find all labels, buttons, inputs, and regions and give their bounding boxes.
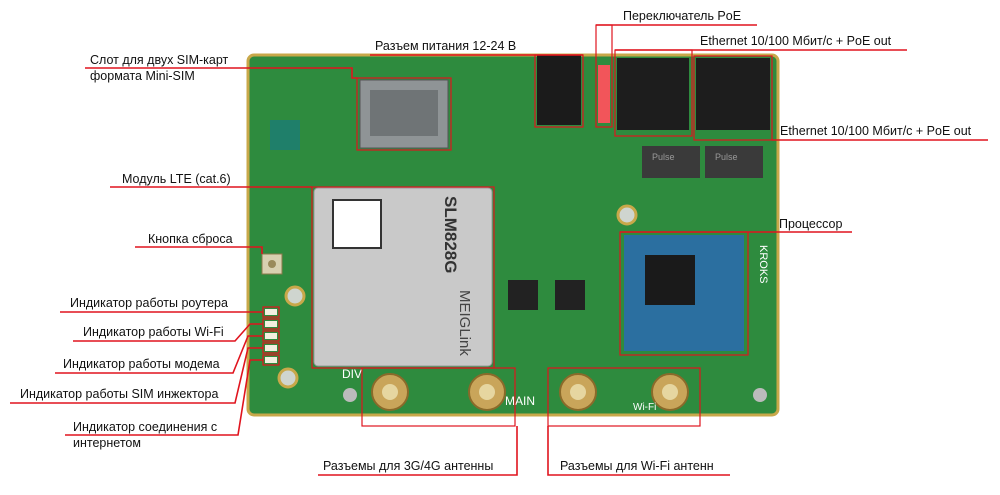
power-jack	[537, 55, 581, 125]
callouts	[10, 24, 988, 476]
label-wifi-antennas: Разъемы для Wi-Fi антенн	[560, 459, 714, 473]
label-power-jack: Разъем питания 12-24 В	[375, 39, 516, 53]
inductor	[508, 280, 538, 310]
antenna-connectors	[371, 373, 689, 411]
label-led-modem: Индикатор работы модема	[63, 357, 220, 371]
label-led-router: Индикатор работы роутера	[70, 296, 228, 310]
label-led-internet: Индикатор соединения с	[73, 420, 217, 434]
module-model: SLM828G	[441, 196, 460, 273]
screw	[753, 388, 767, 402]
label-processor: Процессор	[779, 217, 842, 231]
label-ethernet-2: Ethernet 10/100 Мбит/с + PoE out	[780, 124, 972, 138]
label-ethernet-1: Ethernet 10/100 Мбит/с + PoE out	[700, 34, 892, 48]
label-led-wifi: Индикатор работы Wi-Fi	[83, 325, 224, 339]
label-lte-antennas: Разъемы для 3G/4G антенны	[323, 459, 493, 473]
mount-hole	[616, 204, 638, 226]
silk-div: DIV	[342, 367, 362, 381]
label-led-internet-2: интернетом	[73, 436, 141, 450]
transformer-2	[705, 146, 763, 178]
label-poe-switch: Переключатель PoE	[623, 9, 741, 23]
label-reset-button: Кнопка сброса	[148, 232, 233, 246]
label-sim-slot-format: формата Mini-SIM	[90, 69, 195, 83]
transformer-1	[642, 146, 700, 178]
poe-switch[interactable]	[598, 65, 610, 123]
label-led-sim: Индикатор работы SIM инжектора	[20, 387, 218, 401]
processor-chip	[645, 255, 695, 305]
ethernet-port-1[interactable]	[617, 58, 689, 130]
silk-kroks: KROKS	[757, 245, 769, 284]
module-brand: MEIGLink	[456, 290, 473, 356]
transformer-brand: Pulse	[715, 152, 738, 162]
silk-main: MAIN	[505, 394, 535, 408]
label-sim-slot: Слот для двух SIM-карт	[90, 53, 229, 67]
label-lte-module: Модуль LTE (cat.6)	[122, 172, 231, 186]
silk-wifi: Wi-Fi	[633, 402, 656, 413]
ethernet-port-2[interactable]	[696, 58, 770, 130]
screw	[343, 388, 357, 402]
inductor	[555, 280, 585, 310]
mount-hole	[277, 367, 299, 389]
sim-slot-inner	[370, 90, 438, 136]
controller-chip	[270, 120, 300, 150]
reset-button-cap	[268, 260, 276, 268]
transformer-brand: Pulse	[652, 152, 675, 162]
led-group	[265, 309, 277, 363]
qr-code	[332, 199, 382, 249]
mount-hole	[284, 285, 306, 307]
